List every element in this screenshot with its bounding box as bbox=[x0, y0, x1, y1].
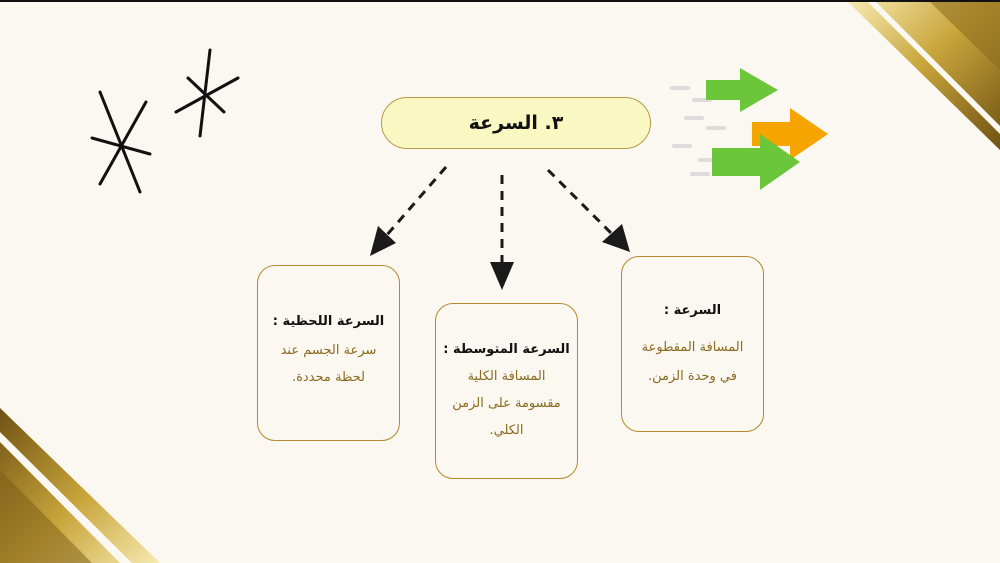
card-heading: السرعة اللحظية : bbox=[272, 314, 385, 329]
connector-arrows bbox=[384, 166, 616, 262]
card-heading: السرعة : bbox=[663, 303, 722, 318]
card-text-line: المسافة الكلية bbox=[467, 369, 546, 384]
card-speed: السرعة : المسافة المقطوعة في وحدة الزمن. bbox=[621, 256, 764, 432]
sparkle-star-icon bbox=[90, 48, 240, 194]
card-heading: السرعة المتوسطة : bbox=[443, 342, 570, 357]
gold-corner-bottom-left bbox=[0, 408, 160, 563]
arrowheads bbox=[370, 224, 630, 290]
top-border bbox=[0, 0, 1000, 2]
card-text-line: في وحدة الزمن. bbox=[647, 369, 737, 384]
card-text-line: المسافة المقطوعة bbox=[641, 340, 744, 355]
card-text-line: لحظة محددة. bbox=[291, 370, 366, 385]
slide-title: ٣. السرعة bbox=[468, 112, 564, 134]
fast-arrows-icon bbox=[670, 68, 828, 190]
card-instantaneous-speed: السرعة اللحظية : سرعة الجسم عند لحظة محد… bbox=[257, 265, 400, 441]
title-pill: ٣. السرعة bbox=[381, 97, 651, 149]
card-text-line: مقسومة على الزمن bbox=[452, 396, 561, 411]
card-average-speed: السرعة المتوسطة : المسافة الكلية مقسومة … bbox=[435, 303, 578, 479]
card-text-line: الكلي. bbox=[489, 423, 524, 438]
gold-corner-top-right bbox=[848, 2, 1000, 150]
card-text-line: سرعة الجسم عند bbox=[280, 343, 377, 358]
